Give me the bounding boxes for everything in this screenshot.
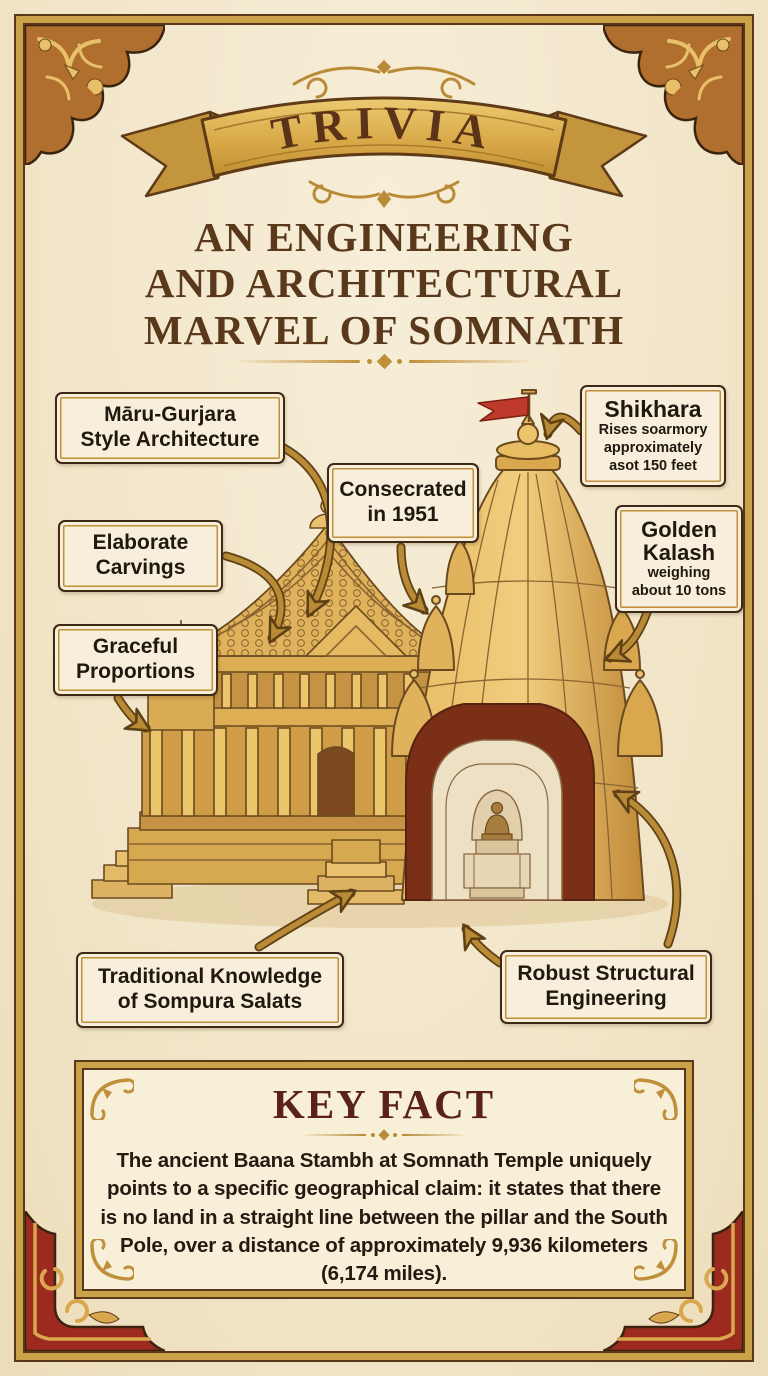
key-fact-heading: KEY FACT [272, 1081, 496, 1127]
keyfact-corner-scroll [634, 1078, 678, 1120]
keyfact-corner-scroll [90, 1239, 134, 1281]
banner-top-diamond [376, 59, 392, 75]
callout-text: in 1951 [367, 503, 439, 526]
keyfact-corner-scroll [634, 1239, 678, 1281]
callout-elaborate-carvings: Elaborate Carvings [58, 520, 223, 592]
page-title: AN ENGINEERING AND ARCHITECTURAL MARVEL … [0, 214, 768, 353]
key-fact-box: KEY FACT The ancient Baana Stambh at Som… [74, 1060, 694, 1299]
callout-text: Consecrated [339, 478, 467, 502]
callout-text: of Sompura Salats [117, 990, 303, 1013]
corner-ornament-bottom-left [25, 1211, 165, 1351]
callout-subtext: about 10 tons [631, 583, 727, 600]
title-line-3: MARVEL OF SOMNATH [143, 306, 625, 353]
callout-subtext: approximately [603, 440, 703, 456]
callout-robust-engineering: Robust Structural Engineering [500, 950, 712, 1024]
callout-text: Style Architecture [80, 428, 260, 451]
corner-ornament-top-right [603, 25, 743, 165]
callout-title: Kalash [642, 539, 716, 565]
callout-consecrated: Consecrated in 1951 [327, 463, 479, 543]
banner-bottom-drop [377, 190, 391, 208]
cutaway-sanctum [405, 703, 595, 901]
corner-ornament-bottom-right [603, 1211, 743, 1351]
callout-text: Māru-Gurjara [104, 403, 236, 427]
callout-golden-kalash: Golden Kalash weighing about 10 tons [615, 505, 743, 613]
callout-text: Carvings [95, 556, 186, 579]
banner-top-flourish [292, 66, 476, 99]
callout-maru-gurjara: Māru-Gurjara Style Architecture [55, 392, 285, 464]
golden-kalash-finial [517, 423, 539, 445]
callout-text: Elaborate [92, 531, 189, 555]
title-line-1: AN ENGINEERING [194, 214, 574, 260]
keyfact-corner-scroll [90, 1078, 134, 1120]
callout-traditional-knowledge: Traditional Knowledge of Sompura Salats [76, 952, 344, 1028]
banner-bottom-flourish [308, 180, 460, 204]
callout-title: Shikhara [604, 395, 702, 422]
callout-text: Traditional Knowledge [97, 965, 323, 989]
ribbon-band [200, 96, 568, 178]
deity-figure [481, 801, 513, 841]
red-temple-flag [477, 396, 529, 422]
title-line-2: AND ARCHITECTURAL [144, 260, 624, 307]
trivia-ribbon-banner: TRIVIA [120, 59, 648, 208]
callout-subtext: Rises soarmory [598, 421, 708, 438]
callout-text: Proportions [76, 660, 195, 683]
corner-ornament-top-left [25, 25, 165, 165]
callout-subtext: weighing [647, 564, 711, 581]
callout-shikhara: Shikhara Rises soarmory approximately as… [580, 385, 726, 487]
key-fact-body: The ancient Baana Stambh at Somnath Temp… [100, 1149, 668, 1286]
callout-title: Golden [641, 516, 717, 542]
callout-text: Graceful [92, 635, 179, 659]
callout-text: Robust Structural [517, 962, 695, 986]
title-divider [234, 353, 534, 370]
callout-text: Engineering [545, 987, 667, 1010]
callout-subtext: asot 150 feet [609, 458, 697, 475]
callout-graceful-proportions: Graceful Proportions [53, 624, 218, 696]
key-fact-divider [299, 1129, 469, 1141]
